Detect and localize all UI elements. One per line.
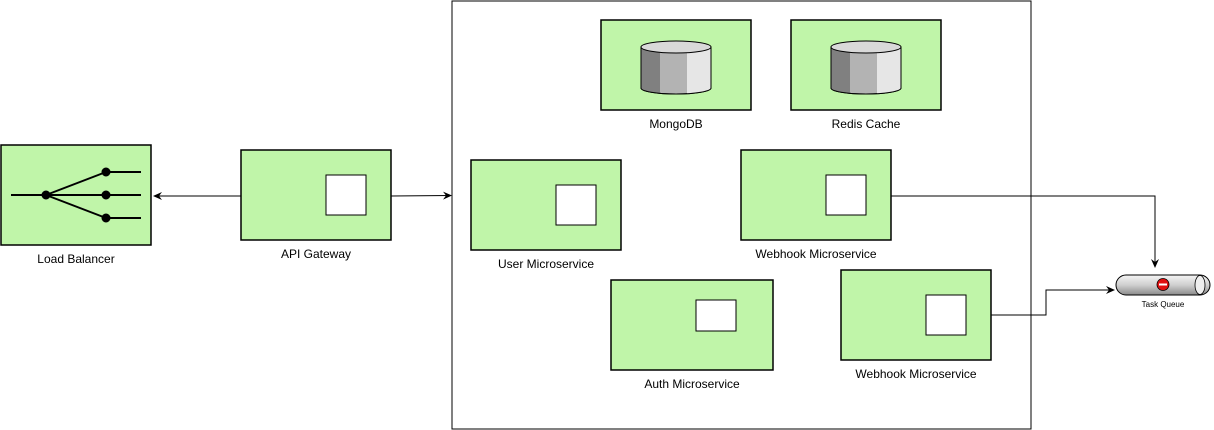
api-gateway-icon bbox=[325, 174, 367, 216]
webhook-microservice-node[interactable]: Webhook Microservice bbox=[740, 149, 892, 261]
auth-microservice-node[interactable]: Auth Microservice bbox=[610, 279, 774, 391]
edge-api-gateway-to-services bbox=[390, 191, 452, 200]
redis-cache-label: Redis Cache bbox=[832, 117, 901, 131]
task-queue-label: Task Queue bbox=[1142, 300, 1185, 309]
redis-cache-node[interactable]: Redis Cache bbox=[790, 19, 942, 131]
edges bbox=[153, 191, 1159, 316]
database-cylinder-icon bbox=[830, 40, 902, 95]
load-balancer-node[interactable]: Load Balancer bbox=[0, 144, 152, 266]
stop-icon bbox=[1156, 278, 1170, 291]
webhook-microservice-node[interactable]: Webhook Microservice bbox=[840, 269, 992, 381]
webhook-microservice-icon bbox=[925, 294, 967, 336]
load-balancer-icon bbox=[11, 167, 141, 223]
webhook-microservice-icon bbox=[825, 174, 867, 216]
auth-microservice-icon bbox=[695, 299, 737, 332]
edge-webhook-2-to-task-queue bbox=[991, 286, 1115, 316]
api-gateway-label: API Gateway bbox=[281, 247, 351, 261]
webhook-microservice-label: Webhook Microservice bbox=[755, 247, 876, 261]
api-gateway-node[interactable]: API Gateway bbox=[240, 149, 392, 261]
edge-webhook-1-to-task-queue bbox=[891, 195, 1159, 268]
auth-microservice-label: Auth Microservice bbox=[644, 377, 740, 391]
mongodb-node[interactable]: MongoDB bbox=[600, 19, 752, 131]
load-balancer-label: Load Balancer bbox=[37, 252, 114, 266]
webhook-microservice-label: Webhook Microservice bbox=[855, 367, 976, 381]
user-microservice-node[interactable]: User Microservice bbox=[470, 159, 622, 271]
database-cylinder-icon bbox=[640, 40, 712, 95]
task-queue-node[interactable]: Task Queue bbox=[1115, 274, 1211, 309]
user-microservice-label: User Microservice bbox=[498, 257, 594, 271]
user-microservice-icon bbox=[555, 184, 597, 226]
mongodb-label: MongoDB bbox=[649, 117, 702, 131]
